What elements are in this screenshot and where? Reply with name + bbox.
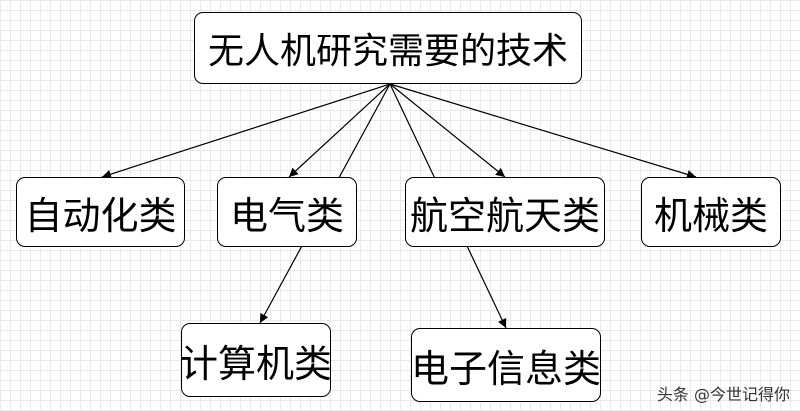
node-electronic-info: 电子信息类 <box>411 328 601 402</box>
root-node: 无人机研究需要的技术 <box>194 12 582 84</box>
arrow-to-aero <box>389 83 506 178</box>
node-electrical-label: 电气类 <box>229 193 344 238</box>
arrow-to-elec <box>288 83 391 178</box>
node-aerospace-label: 航空航天类 <box>409 193 600 238</box>
node-automation: 自动化类 <box>16 177 185 247</box>
node-automation-label: 自动化类 <box>24 193 177 238</box>
edges <box>101 83 697 329</box>
node-mechanical: 机械类 <box>641 177 781 247</box>
arrow-to-auto <box>101 83 391 179</box>
arrow-to-mech <box>389 83 697 179</box>
node-mechanical-label: 机械类 <box>653 193 768 238</box>
node-aerospace: 航空航天类 <box>405 177 605 247</box>
root-node-label: 无人机研究需要的技术 <box>207 31 568 72</box>
node-computer-label: 计算机类 <box>180 341 333 386</box>
node-electronic-info-label: 电子信息类 <box>411 346 602 391</box>
watermark: 头条 @今世记得你 <box>656 385 790 404</box>
node-computer: 计算机类 <box>180 323 333 397</box>
node-electrical: 电气类 <box>217 177 357 247</box>
